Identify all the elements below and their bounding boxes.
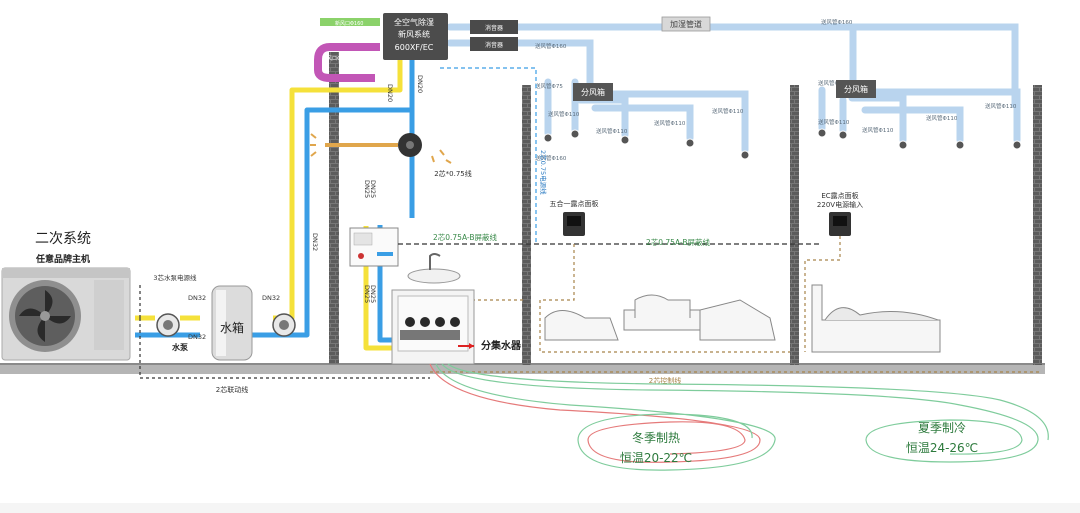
controller-box: [349, 227, 399, 267]
water-tank: 水箱: [211, 285, 253, 361]
wall-right: [1033, 85, 1042, 365]
silencer-label: 消音器: [485, 41, 503, 49]
pumps: [156, 313, 296, 337]
duct-tag: 送风管Φ110: [712, 107, 744, 115]
water-tank-label: 水箱: [220, 320, 244, 335]
duct-tag: 送风管Φ160: [535, 42, 567, 50]
host-unit-label: 任意品牌主机: [35, 253, 90, 265]
duct-tag: 送风管Φ110: [596, 127, 628, 135]
humidify-pipe: 加湿管道: [661, 16, 711, 32]
pipe-label: DN20: [416, 75, 424, 93]
fan-duct: 2芯*0.75线: [310, 133, 472, 178]
wall-left: [329, 52, 339, 364]
air-ducts: 新风口Φ160 排风口Φ160: [314, 18, 380, 82]
heat-pump-unit: [1, 267, 131, 361]
fan-wire-label: 2芯*0.75线: [434, 169, 472, 178]
wall-3: [790, 85, 799, 365]
duct-tag: 送风管Φ110: [818, 118, 850, 126]
duct-tag: 送风管Φ110: [654, 119, 686, 127]
diffuser-icon: [543, 133, 553, 143]
wire-labels: 2芯0.75A-B屏蔽线 2芯0.75A-B屏蔽线 2芯0.75电源线 3芯水泵…: [153, 150, 710, 394]
pump-power-label: 3芯水泵电源线: [153, 273, 197, 282]
labels: 二次系统 任意品牌主机 水泵 冬季制热 恒温20-22℃ 夏季制冷 恒温24-2…: [35, 231, 978, 465]
silencers: 消音器 消音器: [470, 20, 518, 51]
bottom-band: [0, 503, 1080, 513]
hvac-line-3: 600XF/EC: [395, 43, 434, 52]
duct-tag: 送风管Φ110: [926, 114, 958, 122]
dist-box-label: 分风箱: [581, 87, 605, 97]
pump-label: 水泵: [171, 342, 188, 352]
pipe-label: DN25: [363, 180, 371, 198]
summer-temp-label: 恒温24-26℃: [906, 441, 978, 455]
duct-tags: 送风管Φ160 送风管Φ160 送风管Φ75 送风管Φ75 送风管Φ110 送风…: [535, 18, 1017, 162]
supply-ducts: [446, 23, 1021, 154]
ec-power-label: 220V电源输入: [817, 200, 863, 209]
pipe-label: DN20: [386, 84, 394, 102]
walls: [329, 52, 1042, 365]
power-wire-label: 2芯0.75电源线: [539, 150, 548, 195]
pipe-label: DN32: [311, 233, 319, 251]
diffuser-icon: [740, 150, 750, 160]
shield-wire-label: 2芯0.75A-B屏蔽线: [433, 232, 498, 242]
dashed-wires: [139, 67, 1040, 379]
humidify-pipe-label: 加湿管道: [670, 19, 702, 29]
fresh-air-tag: 新风口Φ160: [335, 20, 363, 27]
panels: 五合一露点面板 EC露点面板 220V电源输入: [550, 191, 863, 236]
diffuser-icon: [838, 130, 848, 140]
diffuser-icon: [570, 129, 580, 139]
hvac-line-1: 全空气除湿: [394, 17, 434, 27]
yellow-pipes: [135, 60, 403, 351]
summer-label: 夏季制冷: [918, 421, 966, 435]
duct-tag: 送风管Φ160: [535, 154, 567, 162]
diffuser-icon: [817, 128, 827, 138]
floor-heating: [429, 363, 1049, 471]
winter-temp-label: 恒温20-22℃: [620, 451, 692, 465]
manifold-label: 分集水器: [481, 339, 522, 352]
diffuser-icon: [898, 140, 908, 150]
sink-cabinet: 分集水器: [391, 253, 522, 365]
duct-tag: 送风管Φ110: [862, 126, 894, 134]
bed-icon: [811, 284, 941, 353]
duct-tag: 送风管Φ160: [821, 18, 853, 26]
diffuser-icon: [955, 140, 965, 150]
diffusers: [543, 128, 1022, 160]
duct-tag: 送风管Φ110: [548, 110, 580, 118]
duct-tag: 送风管Φ75: [535, 82, 563, 90]
shield-wire-label: 2芯0.75A-B屏蔽线: [646, 237, 711, 247]
dist-box-label: 分风箱: [844, 84, 868, 94]
control-label: 2芯控制线: [649, 376, 681, 385]
pipe-label: DN25: [363, 285, 371, 303]
pipe-label: DN25: [369, 285, 377, 303]
armchair-icon: [544, 310, 619, 341]
manifold-icon: [400, 330, 460, 340]
five-in-one-label: 五合一露点面板: [550, 199, 599, 208]
pipe-label: DN25: [369, 180, 377, 198]
diffuser-icon: [1012, 140, 1022, 150]
winter-label: 冬季制热: [632, 430, 680, 445]
hvac-unit: 全空气除湿 新风系统 600XF/EC: [383, 13, 448, 60]
pipe-label: DN32: [188, 333, 206, 341]
duct-tag: 送风管Φ75: [818, 79, 846, 87]
distribution-boxes: 分风箱 分风箱: [573, 80, 876, 101]
diffuser-icon: [620, 135, 630, 145]
furniture: [544, 284, 941, 353]
pipe-label: DN32: [262, 294, 280, 302]
exhaust-tag: 排风口Φ160: [322, 55, 350, 62]
diffuser-icon: [685, 138, 695, 148]
ec-panel-label: EC露点面板: [821, 191, 858, 200]
duct-tag: 送风管Φ110: [985, 102, 1017, 110]
linkage-label: 2芯联动线: [216, 385, 248, 394]
wall-2: [522, 85, 531, 365]
pipe-labels: DN20 DN20 DN25 DN25 DN25 DN25 DN32 DN32 …: [188, 75, 424, 341]
hvac-line-2: 新风系统: [398, 29, 430, 39]
silencer-label: 消音器: [485, 24, 503, 32]
pipe-label: DN32: [188, 294, 206, 302]
diagram-title: 二次系统: [35, 231, 91, 247]
